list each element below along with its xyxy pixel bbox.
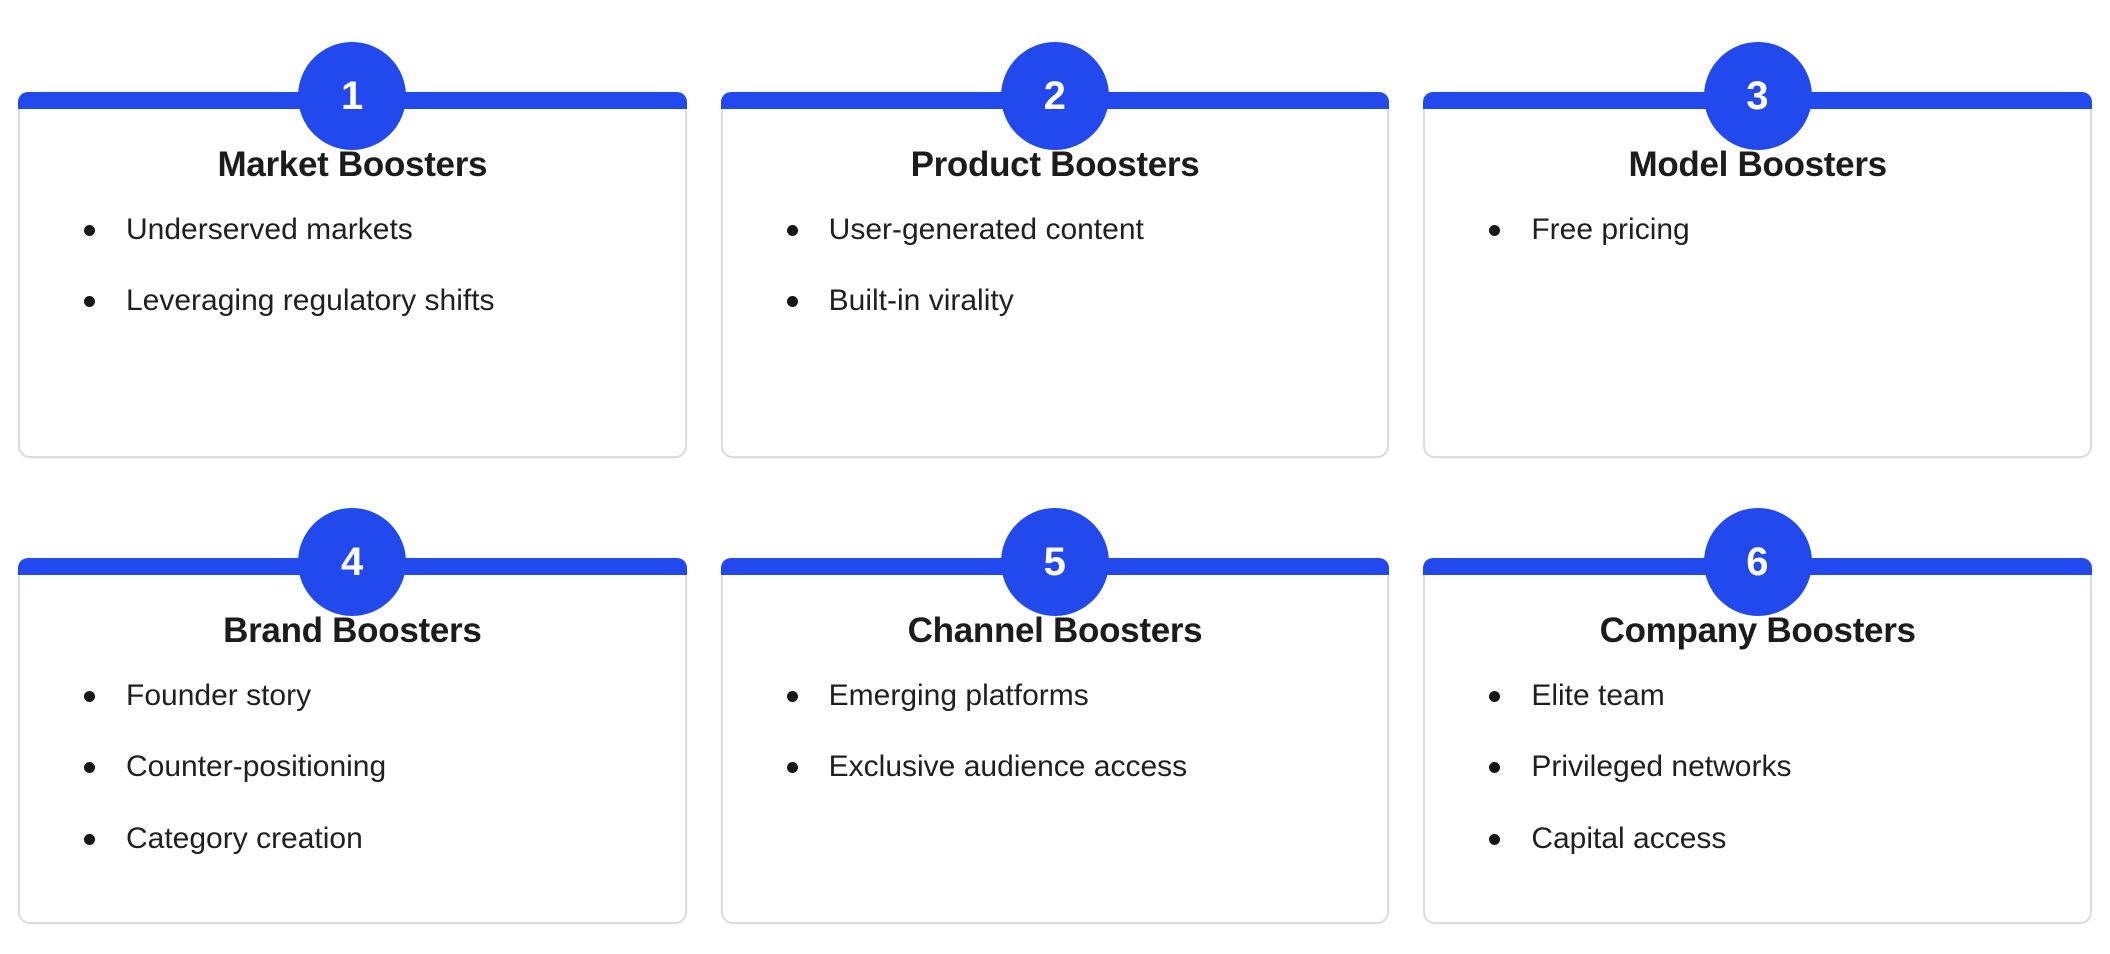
boosters-grid: 1 Market Boosters Underserved markets Le… xyxy=(18,42,2092,924)
list-item-label: Founder story xyxy=(126,678,312,712)
card-bullet-list: User-generated content Built-in virality xyxy=(749,211,1362,320)
list-item-label: Capital access xyxy=(1531,821,1727,855)
card-slot-3: 3 Model Boosters Free pricing xyxy=(1423,42,2092,458)
card-number-badge: 5 xyxy=(1000,508,1109,616)
card-bullet-list: Emerging platforms Exclusive audience ac… xyxy=(749,677,1362,786)
list-item-label: User-generated content xyxy=(828,212,1144,246)
card-body: Model Boosters Free pricing xyxy=(1425,94,2090,248)
card-number-badge: 6 xyxy=(1703,508,1812,616)
card-bullet-list: Underserved markets Leveraging regulator… xyxy=(46,211,659,320)
bullet-dot-icon xyxy=(84,690,95,702)
list-item-label: Emerging platforms xyxy=(828,678,1089,712)
card-body: Company Boosters Elite team Privileged n… xyxy=(1425,560,2090,857)
card-title: Market Boosters xyxy=(217,145,488,184)
bullet-dot-icon xyxy=(786,690,798,702)
list-item-label: Privileged networks xyxy=(1531,750,1792,783)
list-item: User-generated content xyxy=(786,211,1362,249)
card-bullet-list: Founder story Counter-positioning Catego… xyxy=(46,677,659,858)
bullet-dot-icon xyxy=(1489,833,1501,845)
booster-card-channel[interactable]: 5 Channel Boosters Emerging platforms Ex… xyxy=(720,508,1390,924)
card-slot-4: 4 Brand Boosters Founder story Counter-p… xyxy=(18,508,687,924)
card-number-badge: 1 xyxy=(298,42,407,150)
bullet-dot-icon xyxy=(1489,224,1501,236)
list-item: Free pricing xyxy=(1489,211,2064,249)
card-body: Market Boosters Underserved markets Leve… xyxy=(20,94,685,320)
list-item: Capital access xyxy=(1489,820,2064,858)
booster-card-model[interactable]: 3 Model Boosters Free pricing xyxy=(1423,42,2092,458)
card-number-badge: 4 xyxy=(298,508,407,616)
list-item-label: Built-in virality xyxy=(828,284,1014,317)
card-title: Brand Boosters xyxy=(223,611,482,650)
bullet-dot-icon xyxy=(786,296,798,307)
list-item: Privileged networks xyxy=(1489,748,2064,786)
list-item: Underserved markets xyxy=(84,211,659,249)
bullet-dot-icon xyxy=(84,224,95,236)
card-title: Product Boosters xyxy=(910,145,1200,184)
bullet-dot-icon xyxy=(786,224,798,236)
list-item-label: Counter-positioning xyxy=(126,750,387,783)
card-slot-6: 6 Company Boosters Elite team Privileged… xyxy=(1423,508,2092,924)
list-item: Founder story xyxy=(84,677,659,715)
bullet-dot-icon xyxy=(786,762,798,773)
bullet-dot-icon xyxy=(84,296,95,307)
list-item-label: Free pricing xyxy=(1531,212,1690,246)
card-slot-5: 5 Channel Boosters Emerging platforms Ex… xyxy=(720,508,1390,924)
booster-card-brand[interactable]: 4 Brand Boosters Founder story Counter-p… xyxy=(18,508,687,924)
card-slot-2: 2 Product Boosters User-generated conten… xyxy=(720,42,1390,458)
list-item: Exclusive audience access xyxy=(786,748,1362,786)
card-bullet-list: Elite team Privileged networks Capital a… xyxy=(1451,677,2064,858)
card-body: Product Boosters User-generated content … xyxy=(723,94,1388,320)
list-item-label: Leveraging regulatory shifts xyxy=(126,284,495,317)
bullet-dot-icon xyxy=(84,762,95,773)
card-slot-1: 1 Market Boosters Underserved markets Le… xyxy=(18,42,687,458)
booster-card-market[interactable]: 1 Market Boosters Underserved markets Le… xyxy=(18,42,687,458)
card-body: Brand Boosters Founder story Counter-pos… xyxy=(20,560,685,857)
list-item: Counter-positioning xyxy=(84,748,659,786)
bullet-dot-icon xyxy=(1489,762,1501,773)
card-bullet-list: Free pricing xyxy=(1451,211,2064,249)
list-item: Category creation xyxy=(84,820,659,858)
bullet-dot-icon xyxy=(84,833,95,845)
booster-card-product[interactable]: 2 Product Boosters User-generated conten… xyxy=(720,42,1390,458)
card-number-badge: 2 xyxy=(1000,42,1109,150)
list-item: Leveraging regulatory shifts xyxy=(84,282,659,320)
card-body: Channel Boosters Emerging platforms Excl… xyxy=(723,560,1388,786)
list-item: Elite team xyxy=(1489,677,2064,715)
list-item: Built-in virality xyxy=(786,282,1362,320)
list-item-label: Exclusive audience access xyxy=(828,750,1188,783)
booster-card-company[interactable]: 6 Company Boosters Elite team Privileged… xyxy=(1423,508,2092,924)
card-title: Model Boosters xyxy=(1628,145,1887,184)
bullet-dot-icon xyxy=(1489,690,1501,702)
card-title: Company Boosters xyxy=(1599,611,1916,650)
card-number-badge: 3 xyxy=(1703,42,1812,150)
list-item: Emerging platforms xyxy=(786,677,1362,715)
list-item-label: Elite team xyxy=(1531,678,1665,712)
card-title: Channel Boosters xyxy=(907,611,1203,650)
list-item-label: Category creation xyxy=(126,821,363,855)
list-item-label: Underserved markets xyxy=(126,212,413,246)
